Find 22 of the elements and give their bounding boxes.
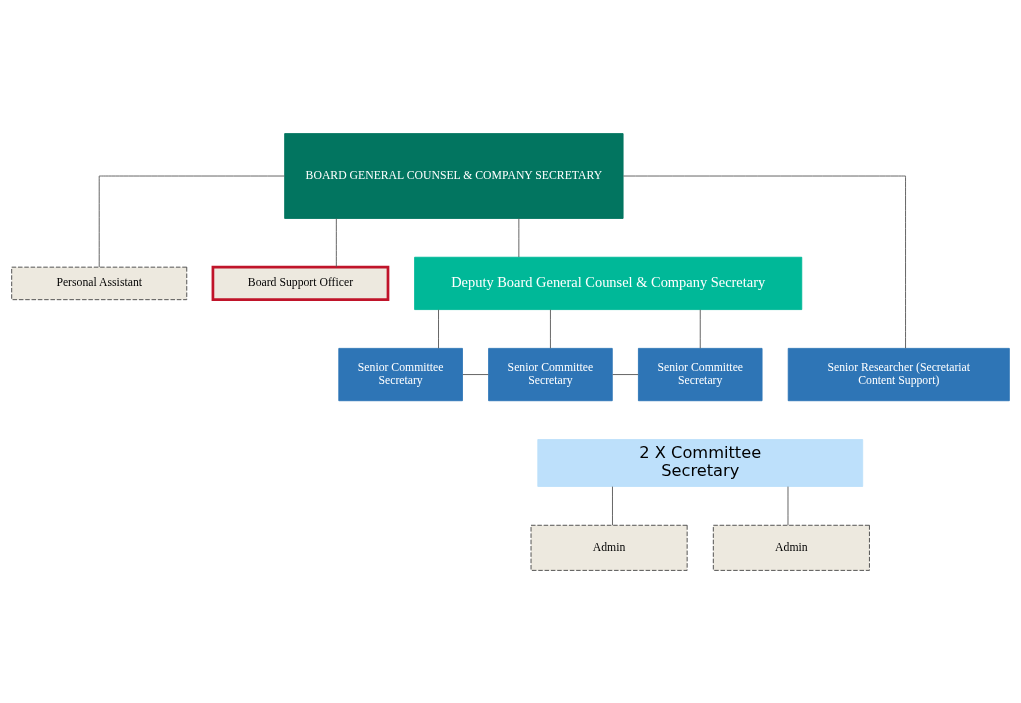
node-box: Admin xyxy=(530,524,688,571)
connector xyxy=(612,485,613,526)
node-box: Personal Assistant xyxy=(11,266,188,300)
connector xyxy=(612,373,639,375)
connector xyxy=(787,485,789,526)
connector xyxy=(549,308,551,349)
node-box: 2 X Committee Secretary xyxy=(537,438,864,487)
node-box: Deputy Board General Counsel & Company Secretary xyxy=(414,256,803,310)
node-box: Board Support Officer xyxy=(211,265,390,301)
connector xyxy=(518,217,520,257)
node-box: Senior Committee Secretary xyxy=(338,347,463,401)
connector xyxy=(462,373,489,375)
node-box: BOARD GENERAL COUNSEL & COMPANY SECRETARY xyxy=(284,132,624,219)
connector xyxy=(335,217,337,267)
connector xyxy=(98,175,286,268)
connector xyxy=(699,308,701,349)
node-box: Senior Committee Secretary xyxy=(488,347,613,401)
node-box: Admin xyxy=(712,524,870,571)
node-box: Senior Researcher (Secretariat Content Support) xyxy=(787,347,1010,401)
connector xyxy=(622,175,906,349)
node-box: Senior Committee Secretary xyxy=(637,347,763,401)
connector xyxy=(438,308,439,349)
